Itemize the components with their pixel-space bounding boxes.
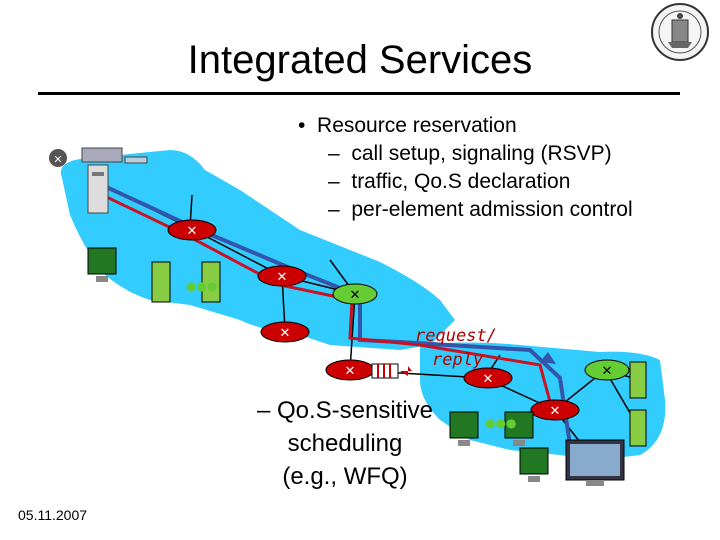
qos-scheduling-label: – Qo.S-sensitive scheduling (e.g., WFQ) (250, 394, 440, 493)
title-underline (38, 92, 680, 95)
bullet-list: • Resource reservation – call setup, sig… (298, 112, 633, 224)
router-icon: ✕ (325, 359, 375, 381)
bullet-sub-1: – call setup, signaling (RSVP) (328, 142, 612, 165)
svg-text:✕: ✕ (277, 270, 288, 285)
svg-text:✕: ✕ (53, 153, 62, 166)
svg-text:✕: ✕ (345, 364, 356, 379)
receiver-monitor-icon (565, 439, 625, 486)
institute-logo-icon (651, 3, 709, 61)
bullet-sub-text: call setup, signaling (RSVP) (351, 142, 612, 165)
svg-text:✕: ✕ (350, 288, 361, 303)
qos-line: (e.g., WFQ) (282, 463, 408, 490)
svg-text:✕: ✕ (483, 372, 494, 387)
svg-text:✕: ✕ (602, 364, 613, 379)
bullet-sub-3: – per-element admission control (328, 198, 633, 221)
router-icon: ✕ (463, 367, 513, 389)
request-label: request/ (415, 326, 497, 346)
router-icon: ✕ (530, 399, 580, 421)
bullet-sub-text: per-element admission control (351, 198, 633, 221)
footer-date: 05.11.2007 (18, 507, 88, 523)
server-icon: ●●● (151, 261, 221, 303)
bullet-sub-2: – traffic, Qo.S declaration (328, 170, 571, 193)
monitor-icon (504, 411, 534, 446)
signaling-path-red (91, 188, 557, 421)
router-icon: ✕ (167, 219, 217, 241)
switch-icon: ✕ (332, 283, 378, 305)
qos-line: – Qo.S-sensitive (256, 397, 434, 424)
qos-line: scheduling (287, 430, 403, 457)
monitor-icon (519, 447, 549, 482)
switch-icon: ✕ (584, 359, 630, 381)
monitor-icon (87, 247, 117, 282)
bullet-sub-text: traffic, Qo.S declaration (351, 170, 571, 193)
router-icon: ✕ (257, 265, 307, 287)
svg-text:●●●: ●●● (485, 416, 516, 430)
slide-title: Integrated Services (187, 38, 533, 82)
bullet-main-text: Resource reservation (317, 114, 517, 137)
bullet-main: • Resource reservation (298, 114, 517, 137)
svg-text:●●●: ●●● (186, 279, 217, 293)
arrow-head-icon (540, 352, 556, 364)
router-icon: ✕ (260, 321, 310, 343)
monitor-icon (449, 411, 479, 446)
host-computer-icon: ✕ (49, 147, 148, 214)
svg-text:✕: ✕ (280, 326, 291, 341)
svg-text:✕: ✕ (550, 404, 561, 419)
packet-queue-icon (371, 363, 412, 379)
reply-label: reply (432, 350, 484, 370)
svg-text:✕: ✕ (187, 224, 198, 239)
server-icon: ●●● (485, 361, 647, 447)
